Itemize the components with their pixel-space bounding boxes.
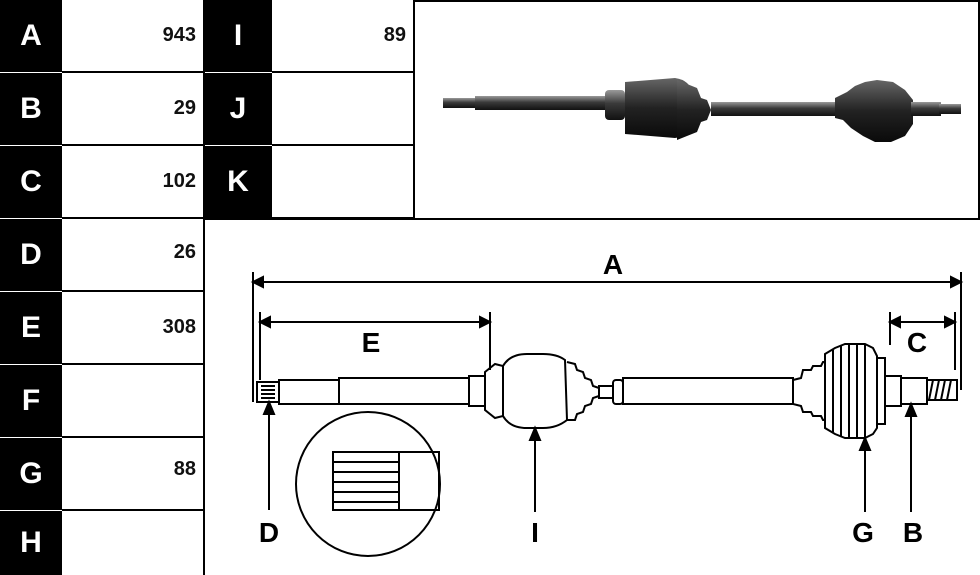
diagram-outer-joint xyxy=(824,343,878,439)
photo-inner-boot xyxy=(677,80,711,140)
grid-divider xyxy=(413,0,415,219)
grid-divider xyxy=(203,0,205,575)
grid-divider xyxy=(204,218,980,220)
spec-value-a: 943 xyxy=(62,0,204,73)
arrow-head xyxy=(904,401,918,417)
photo-shaft-middle xyxy=(711,102,837,116)
diagram-boot-clamp xyxy=(612,379,624,405)
diagram-thread xyxy=(926,379,958,401)
spec-value-i: 89 xyxy=(272,0,414,73)
diagram-stub-spline xyxy=(900,377,928,405)
diagram-inner-boot xyxy=(566,361,600,421)
photo-thread xyxy=(939,104,961,114)
spec-label-h: H xyxy=(0,511,62,575)
spline-detail-circle xyxy=(295,411,441,557)
spec-label-f: F xyxy=(0,365,62,437)
diagram-shaft-left-main xyxy=(338,377,470,405)
spec-value-d: 26 xyxy=(62,219,204,292)
arrow-head xyxy=(479,315,493,329)
diagram-collar xyxy=(468,375,486,407)
callout-d-label: D xyxy=(259,517,279,548)
spec-label-a: A xyxy=(0,0,62,72)
arrow-head xyxy=(257,315,271,329)
photo-collar xyxy=(605,90,625,120)
dimension-c-label: C xyxy=(907,327,927,358)
driveshaft-diagram: A E C D I G B xyxy=(250,249,964,557)
diagram-abs-ring xyxy=(876,357,886,425)
photo-outer-boot xyxy=(835,80,913,142)
spec-value-g: 88 xyxy=(62,438,204,511)
diagram-shaft-left xyxy=(278,379,340,405)
arrow-head xyxy=(858,435,872,451)
diagram-inner-joint xyxy=(502,353,569,429)
arrow-head xyxy=(528,425,542,441)
callout-b-label: B xyxy=(903,517,923,548)
spec-value-j xyxy=(272,73,414,146)
photo-stub xyxy=(911,102,941,116)
spline-detail-shaft xyxy=(398,451,440,511)
diagram-inner-flange xyxy=(484,362,504,420)
grid-divider xyxy=(978,0,980,219)
dimension-a-label: A xyxy=(603,249,623,280)
photo-inner-joint xyxy=(625,78,693,138)
spec-value-c: 102 xyxy=(62,146,204,219)
spec-label-i: I xyxy=(204,0,272,72)
callout-g-label: G xyxy=(852,517,874,548)
arrow-head xyxy=(262,399,276,415)
diagram-boot-clamp xyxy=(598,385,614,399)
spec-value-e: 308 xyxy=(62,292,204,365)
spec-label-b: B xyxy=(0,73,62,145)
arrow-head xyxy=(950,275,964,289)
spec-label-c: C xyxy=(0,146,62,218)
photo-shaft-left xyxy=(475,96,605,110)
arrow-head xyxy=(887,315,901,329)
diagram-shaft-middle xyxy=(622,377,794,405)
spec-value-h xyxy=(62,511,204,575)
arrow-head xyxy=(944,315,958,329)
photo-spline-left xyxy=(443,98,483,108)
spec-label-k: K xyxy=(204,146,272,218)
diagram-outer-boot-neck xyxy=(792,361,826,421)
diagram-stub xyxy=(884,375,902,407)
driveshaft-photo xyxy=(443,78,961,142)
spec-label-d: D xyxy=(0,219,62,291)
spec-value-f xyxy=(62,365,204,438)
spec-label-g: G xyxy=(0,438,62,510)
spec-value-b: 29 xyxy=(62,73,204,146)
arrow-head xyxy=(250,275,264,289)
callout-i-label: I xyxy=(531,517,539,548)
grid-divider xyxy=(414,0,980,2)
spec-label-j: J xyxy=(204,73,272,145)
spec-value-k xyxy=(272,146,414,219)
dimension-e-label: E xyxy=(362,327,381,358)
spec-label-e: E xyxy=(0,292,62,364)
